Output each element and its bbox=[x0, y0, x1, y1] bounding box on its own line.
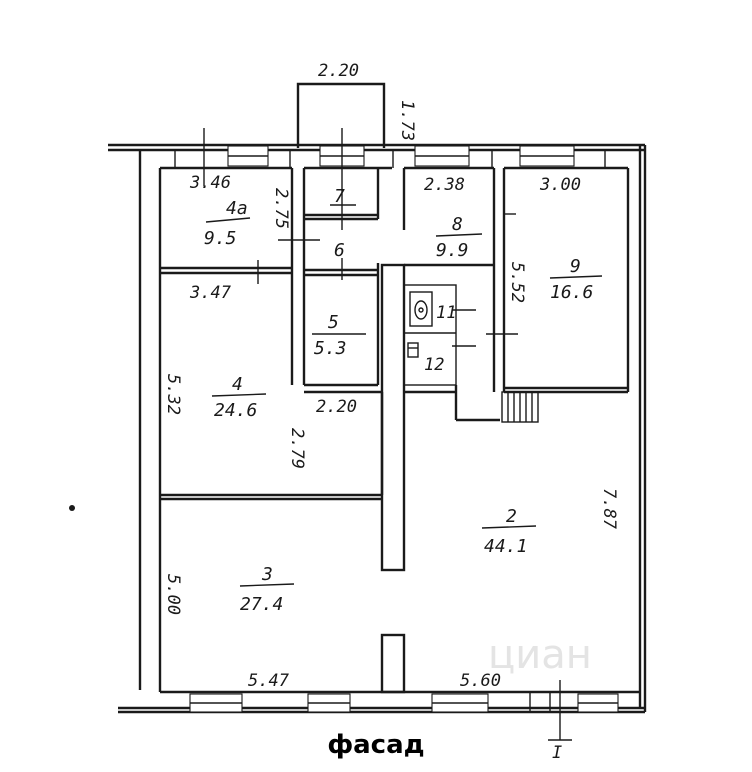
room-4a-number: 4a bbox=[226, 198, 248, 219]
room-2-number: 2 bbox=[506, 506, 517, 527]
axis-mark: I bbox=[552, 743, 562, 763]
room-12-number: 12 bbox=[424, 355, 444, 375]
dim-4-width: 3.47 bbox=[189, 283, 232, 303]
room-3-area: 27.4 bbox=[240, 594, 283, 615]
toilet-icon bbox=[409, 291, 433, 327]
door-marks bbox=[203, 128, 572, 741]
room-4-number: 4 bbox=[232, 374, 243, 395]
dim-4a-height: 2.75 bbox=[271, 188, 291, 229]
dim-porch-height: 1.73 bbox=[397, 100, 417, 141]
dim-4-height: 5.32 bbox=[163, 374, 183, 415]
dim-4a-width: 3.46 bbox=[189, 173, 231, 193]
room-9-area: 16.6 bbox=[550, 282, 593, 303]
mark-dot bbox=[69, 505, 75, 511]
room-11-number: 11 bbox=[436, 303, 456, 323]
dim-4-inner-width: 2.20 bbox=[316, 397, 357, 417]
room-8-number: 8 bbox=[452, 214, 463, 235]
room-5-number: 5 bbox=[328, 312, 339, 333]
dim-porch-width: 2.20 bbox=[318, 61, 359, 81]
room-3-number: 3 bbox=[261, 564, 273, 585]
watermark-text: циан bbox=[488, 632, 592, 678]
room-labels: 4a 9.5 7 6 5 5.3 8 9.9 9 16.6 11 12 4 24… bbox=[204, 186, 603, 615]
dimension-labels: 2.20 1.73 3.46 2.75 2.38 3.00 5.52 3.47 … bbox=[163, 61, 619, 691]
room-8-area: 9.9 bbox=[436, 240, 469, 261]
sink-icon bbox=[407, 342, 419, 358]
dim-2-height: 7.87 bbox=[599, 488, 619, 530]
dim-2-width: 5.60 bbox=[460, 671, 501, 691]
room-2-area: 44.1 bbox=[484, 536, 527, 557]
bottom-windows bbox=[189, 692, 619, 713]
room-6-number: 6 bbox=[334, 240, 345, 261]
room-5-area: 5.3 bbox=[314, 338, 347, 359]
facade-caption: фасад bbox=[327, 730, 425, 760]
stairs bbox=[501, 391, 539, 423]
dim-3-width: 5.47 bbox=[248, 671, 290, 691]
dim-9-height: 5.52 bbox=[507, 262, 527, 303]
dim-9-width: 3.00 bbox=[539, 175, 581, 195]
dim-8-width: 2.38 bbox=[424, 175, 465, 195]
dim-3-height: 5.00 bbox=[163, 574, 183, 615]
room-9-number: 9 bbox=[570, 256, 581, 277]
room-4a-area: 9.5 bbox=[204, 228, 237, 249]
dim-4-inner-height: 2.79 bbox=[287, 428, 307, 469]
room-4-area: 24.6 bbox=[214, 400, 257, 421]
porch-wall bbox=[296, 82, 386, 148]
outer-walls bbox=[108, 143, 647, 714]
room-7-number: 7 bbox=[334, 186, 345, 207]
top-windows bbox=[174, 145, 606, 168]
